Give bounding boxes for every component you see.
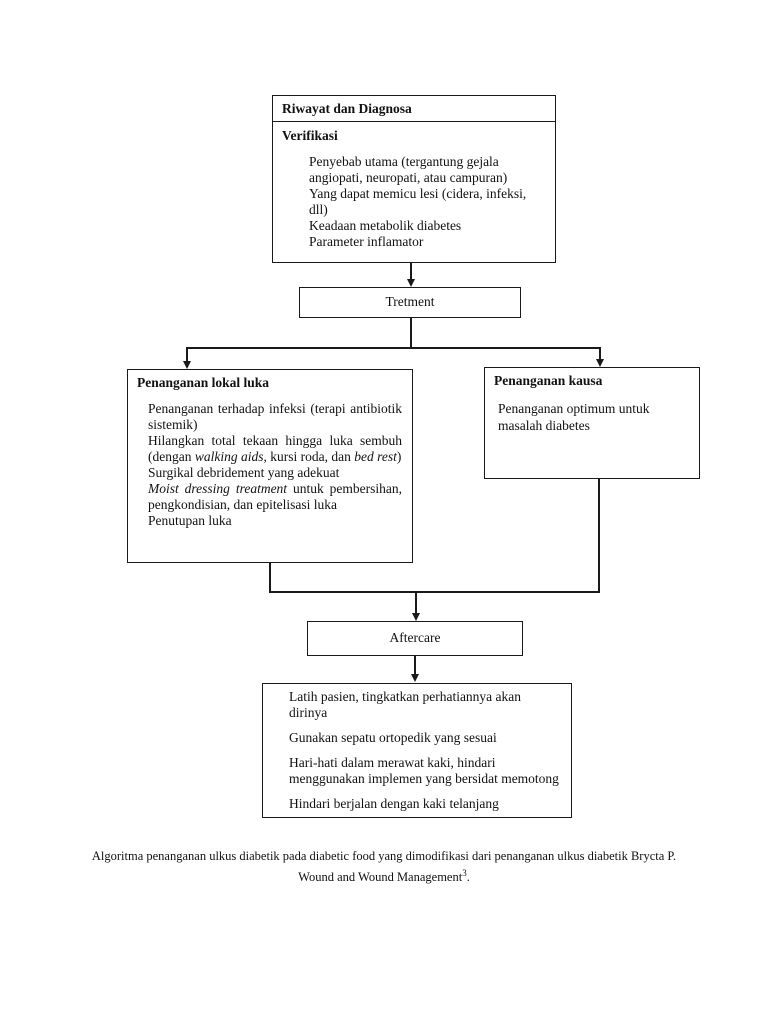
treatment-label: Tretment bbox=[385, 294, 435, 309]
connector-cause-down bbox=[598, 479, 600, 593]
verification-subheader: Verifikasi bbox=[282, 128, 338, 143]
arrowhead-down-icon bbox=[182, 361, 191, 369]
connector-branch-right bbox=[599, 347, 601, 360]
cause-management-header: Penanganan kausa bbox=[494, 373, 603, 388]
connector-branch-left bbox=[186, 347, 188, 362]
patient-advice-body: Latih pasien, tingkatkan perhatiannya ak… bbox=[263, 684, 571, 812]
verification-item: Penyebab utama (tergantung gejala angiop… bbox=[309, 154, 508, 185]
local-item: Hilangkan total tekaan hingga luka sembu… bbox=[148, 433, 402, 464]
verification-item: Keadaan metabolik diabetes bbox=[309, 218, 462, 233]
cause-management-box: Penanganan kausa Penanganan optimum untu… bbox=[484, 367, 700, 479]
verification-item: Parameter inflamator bbox=[309, 234, 424, 249]
local-item: Penanganan terhadap infeksi (terapi anti… bbox=[148, 401, 402, 432]
connector-treatment-down bbox=[410, 318, 412, 349]
local-wound-care-box: Penanganan lokal luka Penanganan terhada… bbox=[127, 369, 413, 563]
connector-top-to-treatment bbox=[410, 263, 412, 280]
advice-item: Hindari berjalan dengan kaki telanjang bbox=[289, 796, 499, 811]
verification-item: Yang dapat memicu lesi (cidera, infeksi,… bbox=[309, 186, 527, 217]
figure-caption: Algoritma penanganan ulkus diabetik pada… bbox=[91, 849, 677, 885]
arrowhead-down-icon bbox=[410, 674, 419, 682]
arrowhead-down-icon bbox=[411, 613, 420, 621]
local-item: Moist dressing treatment untuk pembersih… bbox=[148, 481, 402, 512]
connector-to-aftercare bbox=[415, 592, 417, 614]
local-wound-care-header: Penanganan lokal luka bbox=[137, 375, 270, 390]
arrowhead-down-icon bbox=[595, 359, 604, 367]
treatment-box: Tretment bbox=[299, 287, 521, 318]
caption-superscript: 3 bbox=[462, 868, 467, 878]
cause-management-text: Penanganan optimum untuk masalah diabete… bbox=[498, 401, 650, 433]
connector-local-down bbox=[269, 563, 271, 593]
local-item: Penutupan luka bbox=[148, 513, 232, 528]
local-wound-care-body: Penanganan terhadap infeksi (terapi anti… bbox=[128, 395, 412, 529]
verification-item-list: Penyebab utama (tergantung gejala angiop… bbox=[273, 144, 555, 250]
aftercare-label: Aftercare bbox=[389, 630, 441, 645]
connector-branch-horizontal bbox=[186, 347, 601, 349]
advice-item: Latih pasien, tingkatkan perhatiannya ak… bbox=[289, 689, 522, 720]
history-diagnosis-box: Riwayat dan Diagnosa Verifikasi Penyebab… bbox=[272, 95, 556, 263]
connector-to-advice bbox=[414, 656, 416, 675]
aftercare-box: Aftercare bbox=[307, 621, 523, 656]
advice-item: Gunakan sepatu ortopedik yang sesuai bbox=[289, 730, 497, 745]
patient-advice-box: Latih pasien, tingkatkan perhatiannya ak… bbox=[262, 683, 572, 818]
cause-management-body: Penanganan optimum untuk masalah diabete… bbox=[485, 393, 699, 434]
history-diagnosis-header: Riwayat dan Diagnosa bbox=[273, 96, 555, 122]
arrowhead-down-icon bbox=[406, 279, 415, 287]
local-item: Surgikal debridement yang adekuat bbox=[148, 465, 340, 480]
advice-item: Hari-hati dalam merawat kaki, hindari me… bbox=[289, 755, 559, 786]
connector-merge-horizontal bbox=[269, 591, 600, 593]
